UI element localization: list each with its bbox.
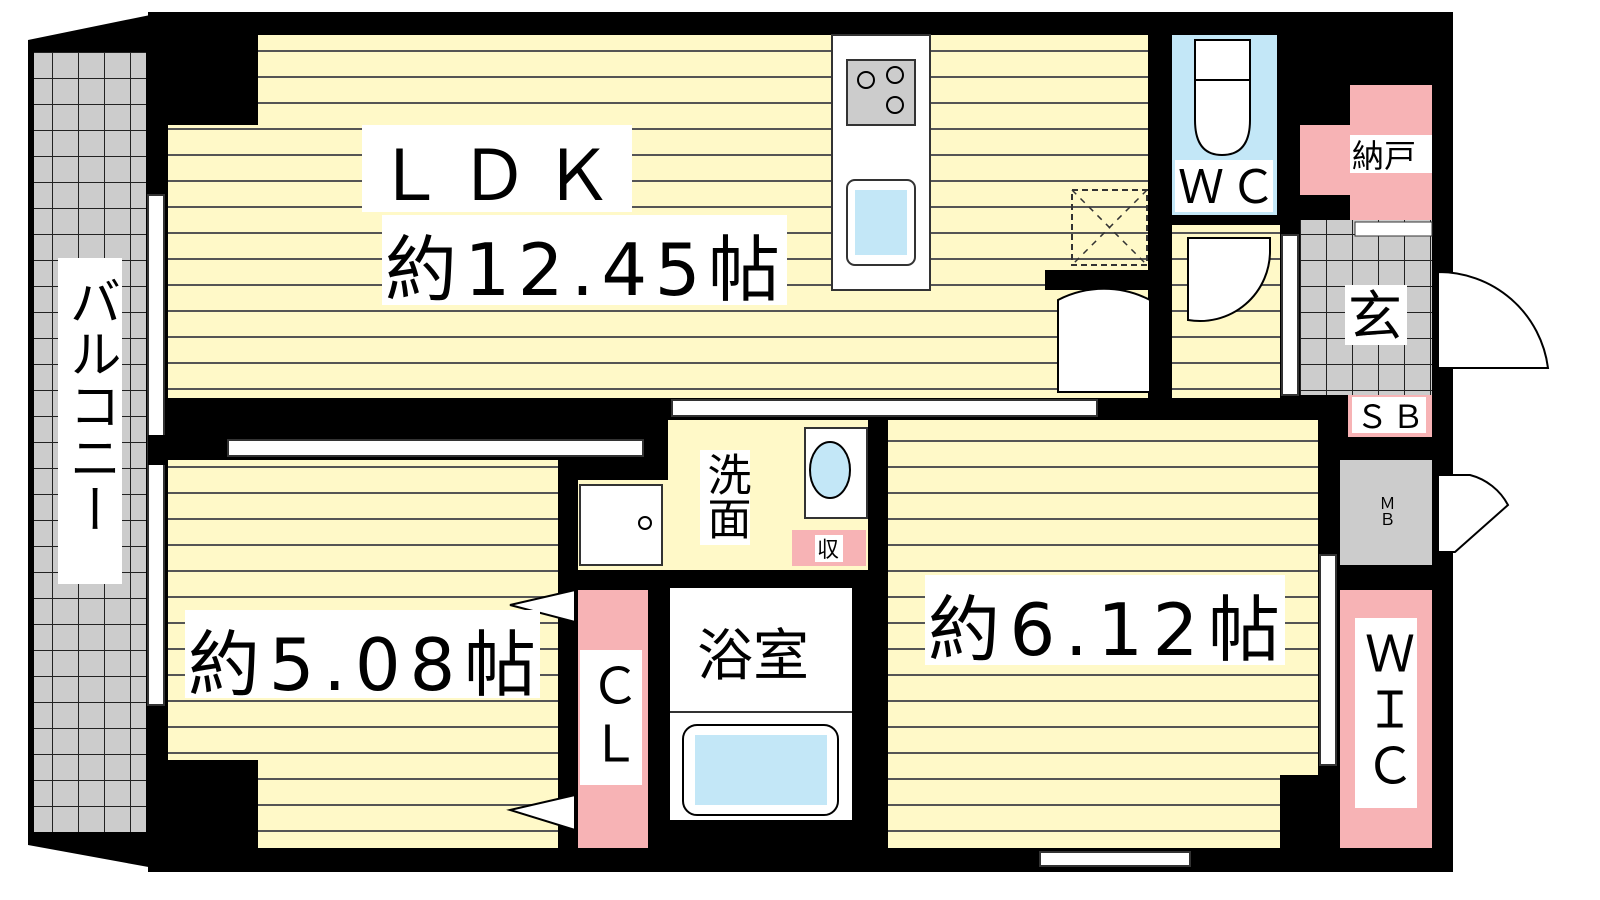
room-cl: ＣＬ xyxy=(578,590,648,848)
shu-label: 収 xyxy=(817,538,839,563)
toilet-icon xyxy=(1194,39,1251,157)
room-nando: 納戸 xyxy=(1300,85,1432,220)
washing-machine-icon xyxy=(579,484,663,566)
door-icon xyxy=(1057,287,1151,393)
bedroom-508-size: 約5.08帖 xyxy=(188,623,536,707)
wic-label: ＷＩＣ xyxy=(1357,628,1415,796)
room-wic: ＷＩＣ xyxy=(1319,554,1432,848)
room-genkan: 玄 xyxy=(1300,220,1550,395)
cl-label: ＣＬ xyxy=(582,660,640,776)
bedroom-612-size: 約6.12帖 xyxy=(928,588,1280,672)
room-bedroom-508: 約5.08帖 xyxy=(147,194,644,848)
stove-icon xyxy=(846,59,916,126)
refrigerator-space xyxy=(1071,189,1148,266)
sb-label: ＳＢ xyxy=(1356,398,1428,436)
mb-label: ＭＢ xyxy=(1377,495,1396,527)
ldk-label: ＬＤＫ xyxy=(375,135,627,217)
balcony-label: バルコニー xyxy=(60,275,120,535)
room-bath: 浴室 xyxy=(670,588,852,820)
mb-door-icon xyxy=(1437,474,1510,553)
room-mb xyxy=(1340,460,1432,565)
nando-label: 納戸 xyxy=(1352,137,1416,175)
entrance-door-icon xyxy=(1437,270,1550,369)
door-icon xyxy=(1187,237,1272,323)
ldk-size: 約12.45帖 xyxy=(385,228,780,312)
room-ldk: ＬＤＫ 約12.45帖 xyxy=(168,34,1151,398)
room-wc: ＷＣ xyxy=(1172,35,1282,215)
sliding-door xyxy=(227,439,644,457)
bath-label: 浴室 xyxy=(697,624,809,689)
senmen-label: 洗面 xyxy=(700,452,751,540)
room-senmen: 収 洗面 xyxy=(578,420,868,570)
room-bedroom-612: 約6.12帖 xyxy=(671,399,1318,867)
wc-label: ＷＣ xyxy=(1178,160,1282,214)
balcony: バルコニー xyxy=(28,12,165,870)
genkan-label: 玄 xyxy=(1348,285,1402,348)
